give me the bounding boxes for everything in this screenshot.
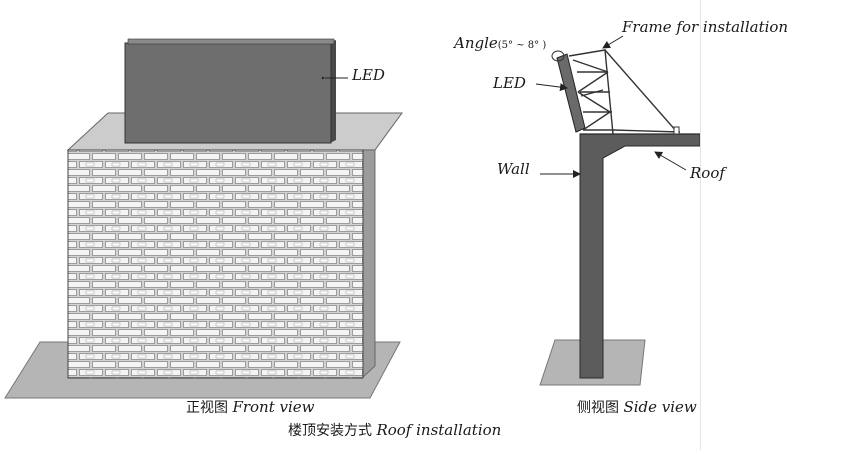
right-border-line [700, 0, 701, 450]
side-caption-en: Side view [623, 398, 697, 416]
angle-label: Angle(5° ~ 8° ) [454, 34, 546, 52]
side-frame-foot [673, 126, 680, 135]
side-led-leader [535, 83, 568, 92]
front-view-caption: 正视图 Front view [186, 397, 315, 417]
side-frame-truss [568, 49, 681, 135]
front-led-top [127, 38, 335, 45]
side-angle-marker [551, 50, 565, 62]
diagram-title: 楼顶安装方式 Roof installation [288, 420, 501, 440]
front-led-panel [124, 42, 332, 144]
roof-leader [654, 151, 687, 171]
side-caption-cn: 侧视图 [577, 400, 619, 416]
front-caption-en: Front view [232, 398, 315, 416]
roof-label: Roof [690, 164, 725, 182]
angle-word: Angle [454, 34, 498, 52]
title-cn: 楼顶安装方式 [288, 423, 372, 439]
title-en: Roof installation [376, 421, 502, 439]
front-led-label: LED [352, 66, 385, 84]
front-caption-cn: 正视图 [186, 400, 228, 416]
side-view-caption: 侧视图 Side view [577, 397, 697, 417]
wall-label: Wall [497, 160, 530, 178]
frame-leader [602, 35, 624, 49]
front-building-side [361, 149, 376, 379]
frame-label: Frame for installation [622, 18, 789, 36]
angle-range: (5° ~ 8° ) [497, 40, 547, 51]
front-led-screw [321, 76, 325, 80]
front-brick-wall [67, 149, 364, 379]
side-led-label: LED [493, 74, 526, 92]
